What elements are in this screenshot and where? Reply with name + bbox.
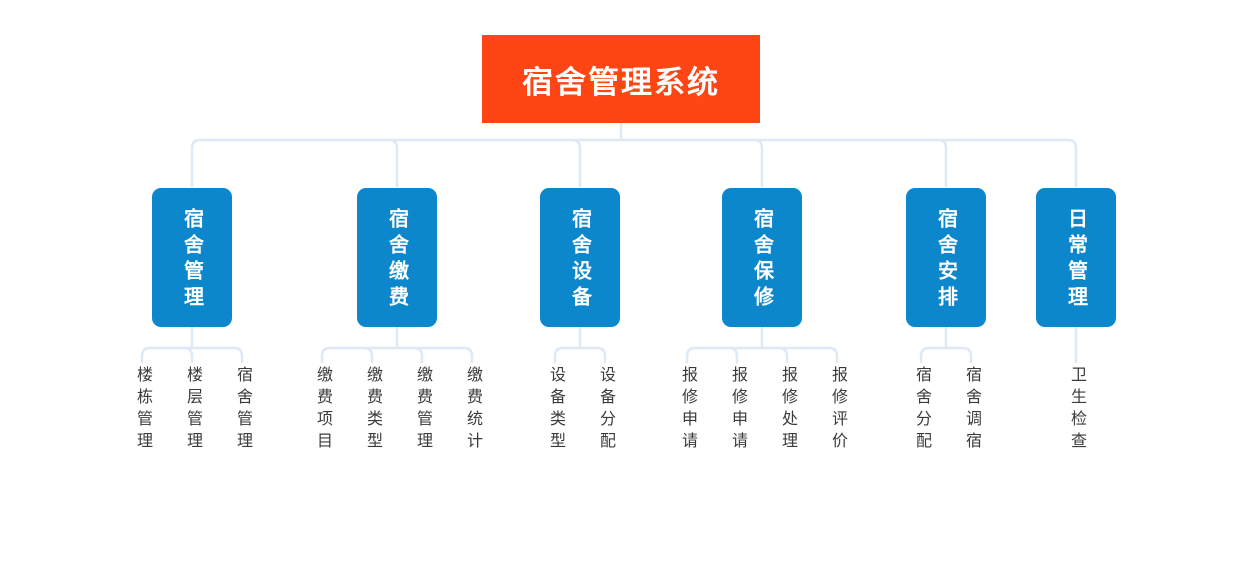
leaf-node-1-1[interactable]: 缴费类型 — [364, 366, 381, 454]
leaf-node-4-0[interactable]: 宿舍分配 — [913, 366, 930, 454]
branch-node-3[interactable]: 宿舍保修 — [722, 188, 802, 327]
root-node[interactable]: 宿舍管理系统 — [482, 35, 760, 123]
branch-node-5[interactable]: 日常管理 — [1036, 188, 1116, 327]
leaf-node-3-0[interactable]: 报修申请 — [679, 366, 696, 454]
branch-node-4[interactable]: 宿舍安排 — [906, 188, 986, 327]
leaf-node-0-2[interactable]: 宿舍管理 — [234, 366, 251, 454]
leaf-node-3-1[interactable]: 报修申请 — [729, 366, 746, 454]
branch-node-1[interactable]: 宿舍缴费 — [357, 188, 437, 327]
leaf-node-5-0[interactable]: 卫生检查 — [1068, 366, 1085, 454]
branch-node-2[interactable]: 宿舍设备 — [540, 188, 620, 327]
leaf-node-0-1[interactable]: 楼层管理 — [184, 366, 201, 454]
leaf-node-1-2[interactable]: 缴费管理 — [414, 366, 431, 454]
leaf-node-3-3[interactable]: 报修评价 — [829, 366, 846, 454]
leaf-node-0-0[interactable]: 楼栋管理 — [134, 366, 151, 454]
leaf-node-2-1[interactable]: 设备分配 — [597, 366, 614, 454]
leaf-node-2-0[interactable]: 设备类型 — [547, 366, 564, 454]
leaf-node-1-3[interactable]: 缴费统计 — [464, 366, 481, 454]
leaf-node-3-2[interactable]: 报修处理 — [779, 366, 796, 454]
leaf-node-1-0[interactable]: 缴费项目 — [314, 366, 331, 454]
branch-node-0[interactable]: 宿舍管理 — [152, 188, 232, 327]
leaf-node-4-1[interactable]: 宿舍调宿 — [963, 366, 980, 454]
